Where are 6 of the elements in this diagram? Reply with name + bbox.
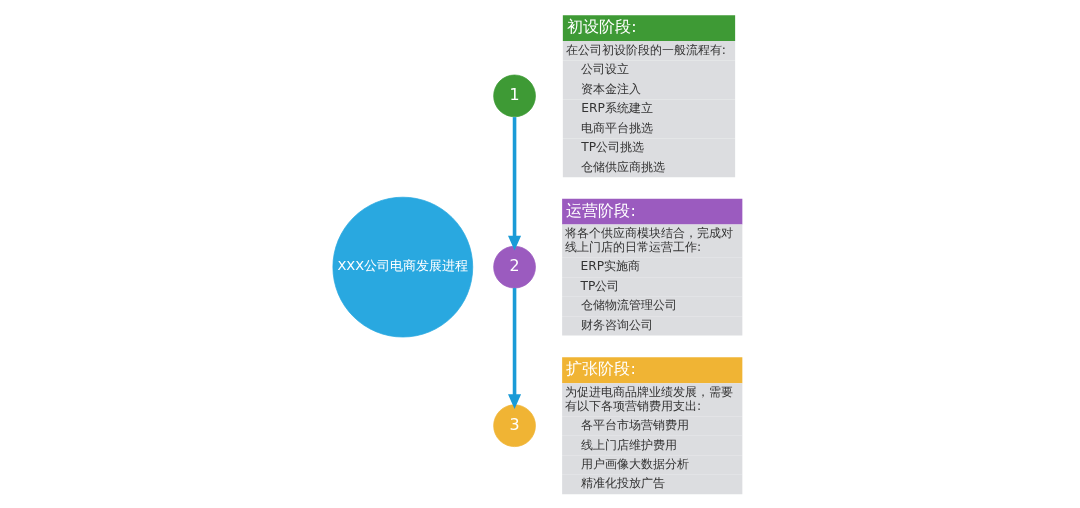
node-circle: 1 <box>492 74 536 117</box>
arrow <box>507 287 521 409</box>
node-circle: 3 <box>492 403 536 447</box>
node-circle: XXX公司电商发展进程 <box>332 196 473 337</box>
arrow <box>507 116 521 251</box>
node-circle: 2 <box>492 245 536 288</box>
